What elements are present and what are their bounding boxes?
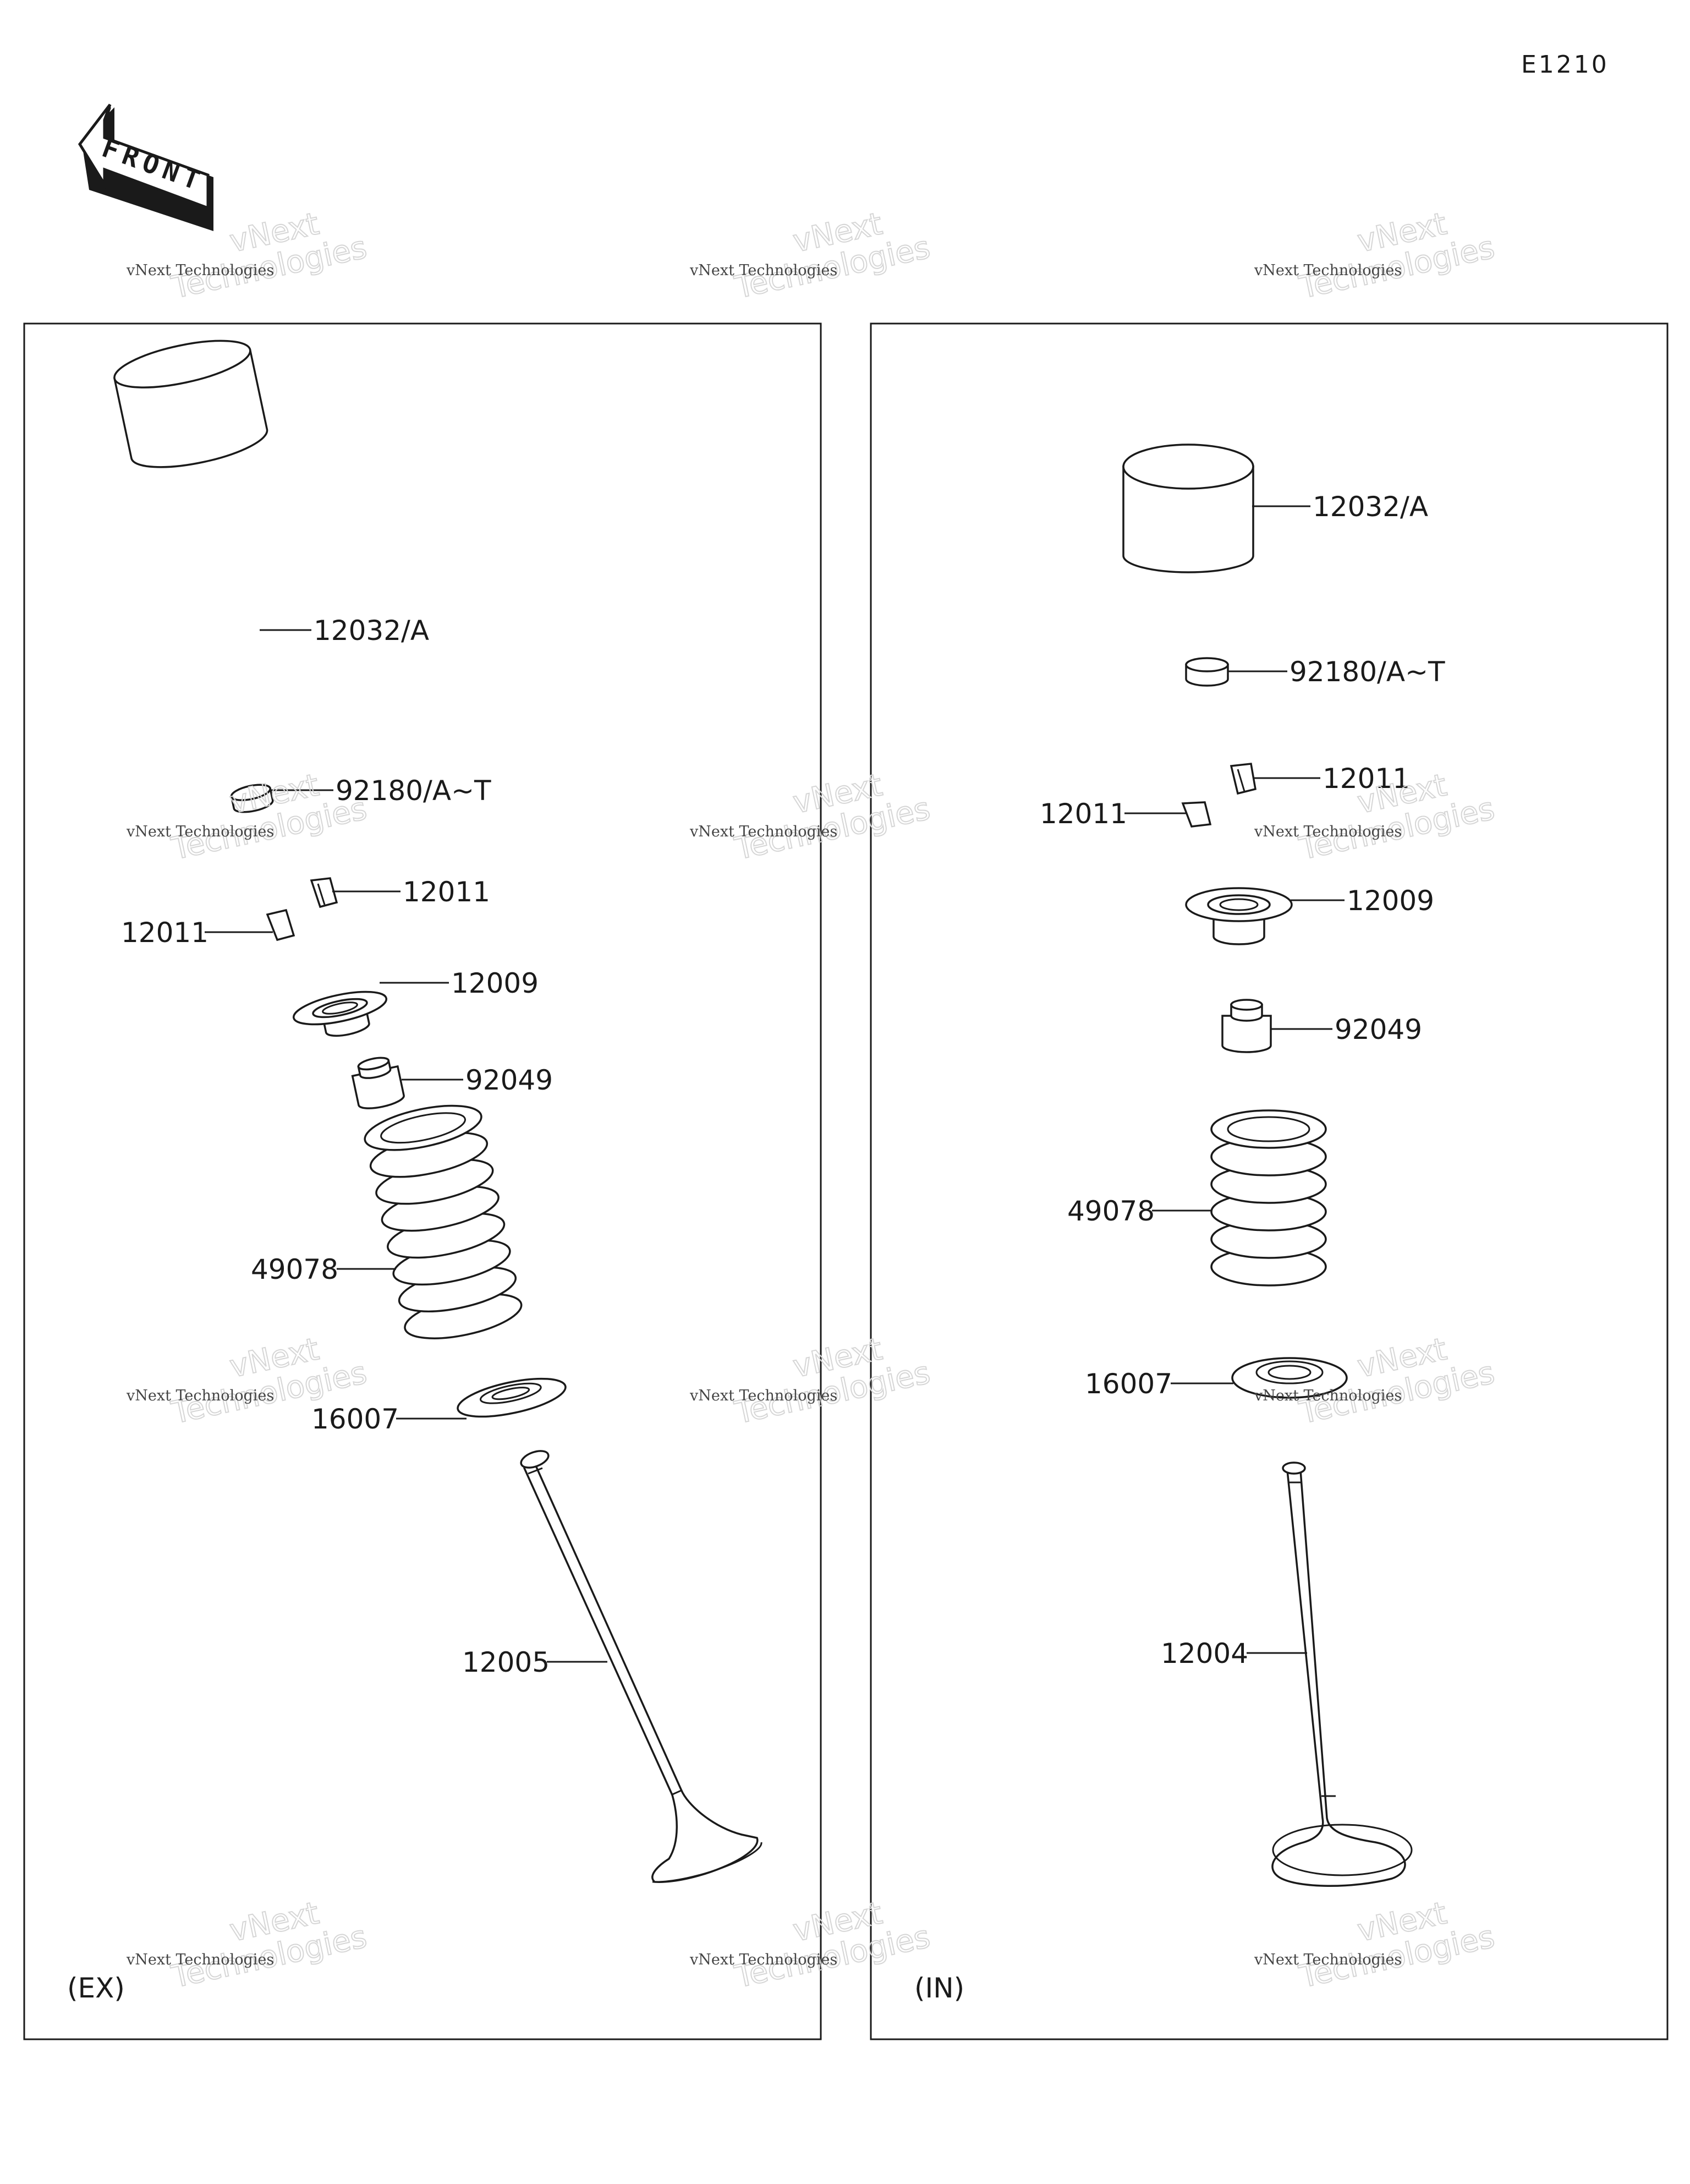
svg-text:vNext Technologies: vNext Technologies [689,1951,837,1968]
watermark-3: vNext Technologies vNext Technologies [1254,205,1498,306]
svg-text:vNext Technologies: vNext Technologies [126,1387,274,1404]
in-spring-seat-label: 16007 [1085,1368,1172,1400]
diagram-code: E1210 [1521,51,1609,79]
ex-spring-seat-label: 16007 [311,1403,399,1435]
ex-valve-part [520,1450,762,1883]
in-cotter-upper-part [1230,763,1257,795]
in-valve-label: 12004 [1161,1638,1248,1670]
exhaust-caption: (EX) [67,1972,125,2004]
ex-spring-seat-part [457,1377,567,1418]
intake-panel-frame [870,322,1669,2040]
ex-tappet-label: 12032/A [314,615,429,647]
in-cotter-upper-label: 12011 [1323,763,1410,795]
in-tappet-part [1122,444,1254,573]
svg-text:vNext Technologies: vNext Technologies [126,262,274,279]
watermark-8: vNext Technologies vNext Technologies [689,1331,934,1431]
svg-text:vNext Technologies: vNext Technologies [1254,1387,1402,1404]
ex-cotter-lower-part [266,908,295,942]
in-spring-label: 49078 [1067,1195,1155,1227]
svg-text:vNext Technologies: vNext Technologies [1254,262,1402,279]
ex-tappet-part [113,340,268,468]
in-cotter-lower-label: 12011 [1040,798,1127,830]
ex-spring-part [364,1104,523,1339]
watermark-4: vNext Technologies vNext Technologies [126,767,370,867]
watermark-5: vNext Technologies vNext Technologies [689,767,934,867]
exhaust-panel: 12032/A 92180/A~T 12011 12011 12009 [67,340,762,2004]
ex-valve-label: 12005 [462,1646,550,1678]
svg-text:vNext Technologies: vNext Technologies [689,262,837,279]
watermark-1: vNext Technologies vNext Technologies [126,205,370,306]
in-spring-seat-part [1231,1357,1348,1399]
in-stem-seal-part [1221,999,1272,1053]
ex-retainer-part [292,990,388,1037]
in-shim-part [1185,657,1229,687]
in-retainer-part [1185,887,1293,945]
svg-text:vNext Technologies: vNext Technologies [126,823,274,840]
ex-cotter-lower-label: 12011 [121,917,208,949]
in-valve-part [1271,1462,1413,1887]
intake-caption: (IN) [914,1972,964,2004]
ex-spring-label: 49078 [251,1254,338,1285]
intake-panel: 12032/A 92180/A~T 12011 12011 12009 [914,444,1445,2004]
svg-text:vNext Technologies: vNext Technologies [1254,823,1402,840]
in-stem-seal-label: 92049 [1335,1014,1422,1046]
watermark-10: vNext Technologies vNext Technologies [126,1895,370,1995]
in-tappet-label: 12032/A [1313,491,1428,523]
in-cotter-lower-part [1181,801,1212,828]
in-retainer-label: 12009 [1347,885,1434,917]
ex-stem-seal-part [351,1057,405,1109]
watermark-12: vNext Technologies vNext Technologies [1254,1895,1498,1995]
watermark-2: vNext Technologies vNext Technologies [689,205,934,306]
watermark-11: vNext Technologies vNext Technologies [689,1895,934,1995]
ex-cotter-upper-label: 12011 [403,876,490,908]
ex-stem-seal-label: 92049 [465,1064,553,1096]
svg-text:vNext Technologies: vNext Technologies [689,1387,837,1404]
ex-shim-label: 92180/A~T [336,775,491,807]
svg-text:vNext Technologies: vNext Technologies [1254,1951,1402,1968]
svg-text:vNext Technologies: vNext Technologies [689,823,837,840]
exhaust-panel-frame [23,322,822,2040]
ex-shim-part [230,784,274,813]
front-arrow-icon: FRONT [78,103,213,231]
in-spring-part [1210,1109,1327,1287]
in-shim-label: 92180/A~T [1290,656,1445,688]
ex-retainer-label: 12009 [451,967,539,999]
svg-text:vNext Technologies: vNext Technologies [126,1951,274,1968]
